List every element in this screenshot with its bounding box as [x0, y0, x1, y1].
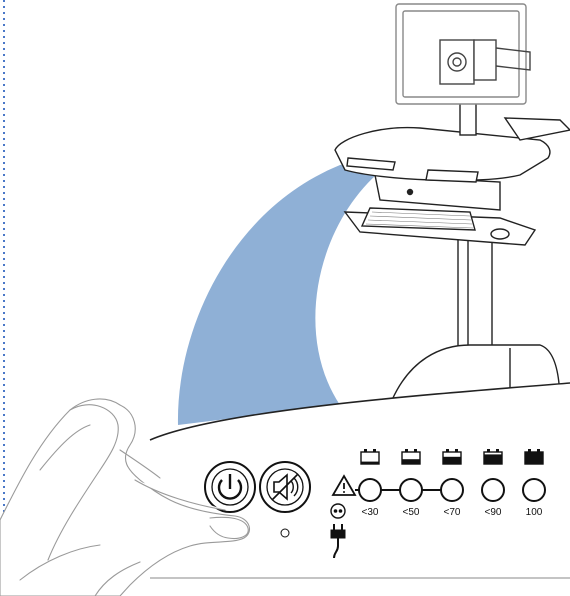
level-label: <70: [444, 507, 461, 518]
hand-illustration: [0, 398, 251, 596]
power-button-icon[interactable]: [204, 461, 256, 513]
battery-icon: [360, 449, 380, 465]
battery-icon: [483, 449, 503, 465]
battery-fill: [443, 456, 461, 464]
battery-icon: [524, 449, 544, 465]
monitor-icon: [395, 3, 531, 105]
battery-level-1: <50: [399, 449, 423, 518]
level-label: <30: [362, 507, 379, 518]
level-indicator-circle: [440, 478, 464, 502]
battery-level-4: 100: [522, 449, 546, 518]
battery-levels: <30 <50 <70 <90 100: [358, 449, 546, 518]
mute-alarm-button-icon[interactable]: [259, 461, 311, 513]
highlight-beam: [177, 160, 395, 425]
warning-icon: [331, 474, 357, 496]
battery-icon: [442, 449, 462, 465]
battery-icon: [401, 449, 421, 465]
level-indicator-circle: [399, 478, 423, 502]
battery-fill: [402, 459, 420, 464]
level-indicator-circle: [358, 478, 382, 502]
level-label: 100: [526, 507, 543, 518]
battery-fill: [361, 461, 379, 464]
level-indicator-circle: [522, 478, 546, 502]
plug-icon: [330, 503, 346, 559]
battery-fill: [525, 452, 543, 464]
battery-level-2: <70: [440, 449, 464, 518]
level-label: <50: [403, 507, 420, 518]
battery-fill: [484, 454, 502, 464]
status-led: [280, 528, 290, 538]
level-indicator-circle: [481, 478, 505, 502]
battery-level-0: <30: [358, 449, 382, 518]
level-label: <90: [485, 507, 502, 518]
cart-icon: [334, 89, 570, 406]
battery-level-3: <90: [481, 449, 505, 518]
